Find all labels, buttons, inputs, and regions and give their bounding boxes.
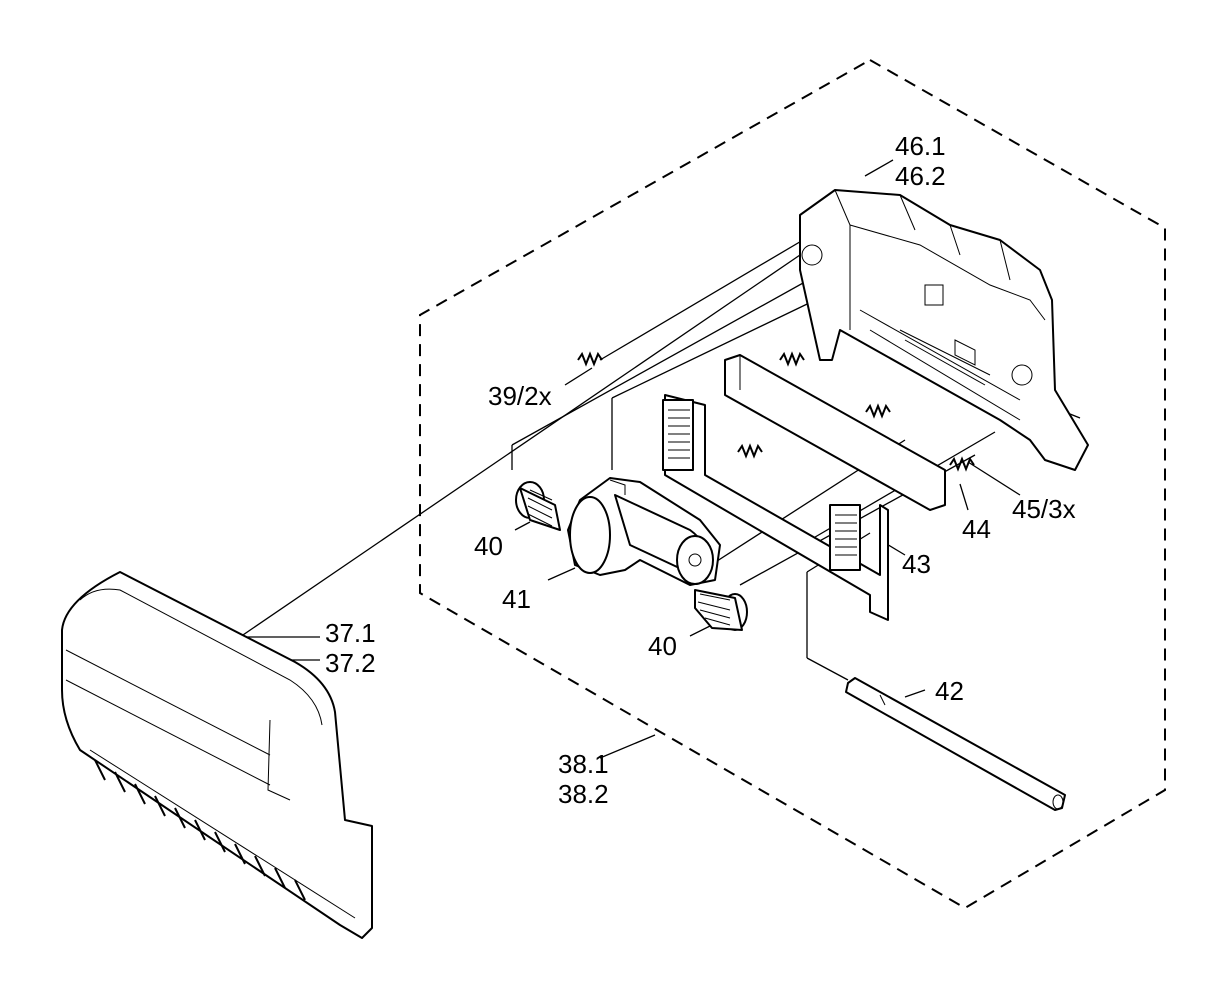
label-46-1: 46.1 [895, 131, 946, 161]
label-40-upper: 40 [474, 531, 503, 561]
label-37-2: 37.2 [325, 648, 376, 678]
label-38-2: 38.2 [558, 779, 609, 809]
label-44: 44 [962, 514, 991, 544]
bracket-plate [662, 394, 889, 621]
label-38-1: 38.1 [558, 749, 609, 779]
gear-lower [694, 589, 748, 631]
housing [799, 189, 1089, 471]
label-39: 39/2x [488, 381, 552, 411]
cover-vent-slots [94, 759, 306, 901]
circuit-board [724, 354, 946, 511]
label-45: 45/3x [1012, 494, 1076, 524]
label-46-2: 46.2 [895, 161, 946, 191]
springs [577, 351, 975, 472]
label-37-1: 37.1 [325, 618, 376, 648]
label-42: 42 [935, 676, 964, 706]
shaft [845, 677, 1066, 811]
label-43: 43 [902, 549, 931, 579]
label-40-lower: 40 [648, 631, 677, 661]
label-41: 41 [502, 584, 531, 614]
gear-upper [515, 481, 561, 531]
assembly-boundary [419, 58, 1166, 910]
motor [567, 477, 721, 586]
part-labels: 46.1 46.2 39/2x 45/3x 44 43 40 41 40 42 … [325, 131, 1076, 809]
front-cover [61, 571, 373, 939]
